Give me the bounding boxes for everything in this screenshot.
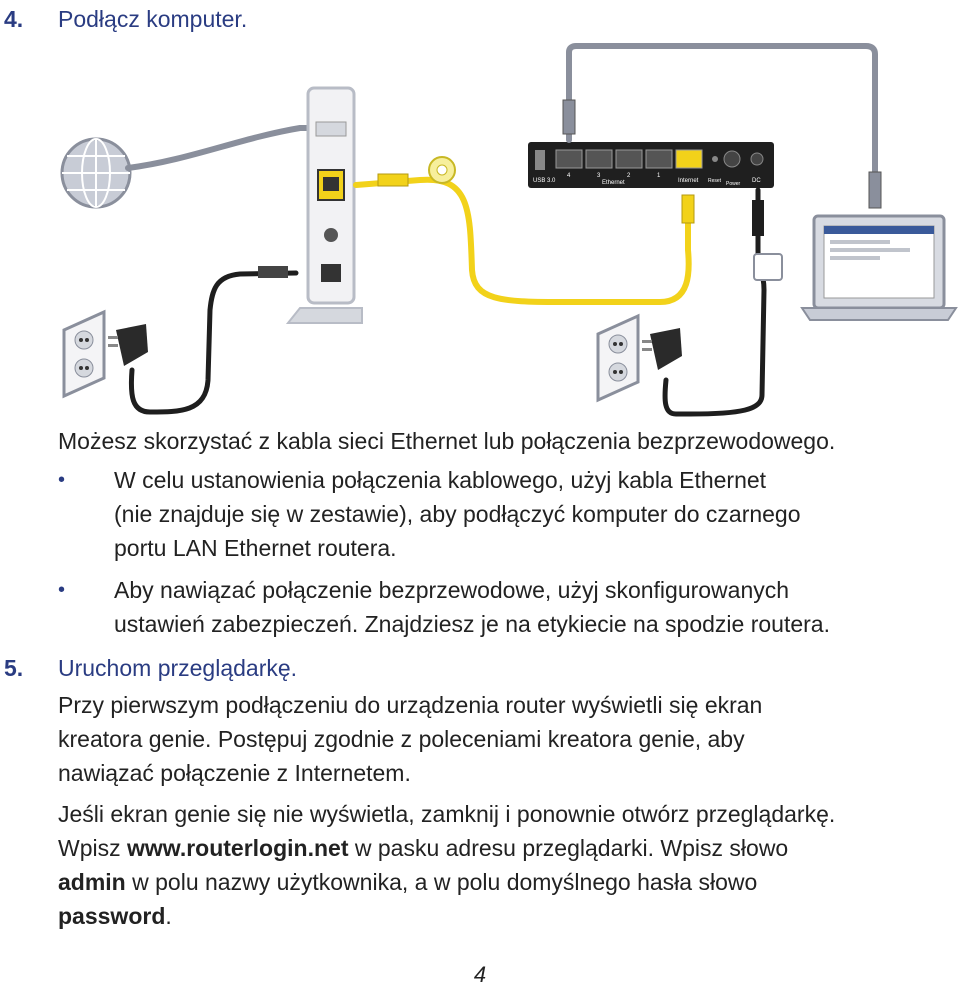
router-port-label: 1 (657, 173, 661, 179)
default-username: admin (58, 869, 126, 895)
modem (285, 86, 363, 324)
paragraph-line: Przy pierwszym podłączeniu do urządzenia… (58, 692, 763, 718)
paragraph-line: admin w polu nazwy użytkownika, a w polu… (58, 869, 758, 895)
router-power-label: Power (726, 181, 741, 187)
router-port-label: 3 (597, 173, 601, 179)
paragraph-line: Jeśli ekran genie się nie wyświetla, zam… (58, 801, 836, 827)
paragraph-line: password. (58, 903, 172, 929)
modem-power-plug (258, 266, 288, 278)
step-title: Uruchom przeglądarkę. (58, 655, 298, 681)
bullet-icon: • (58, 469, 66, 491)
router-internet-label: Internet (678, 178, 699, 184)
globe-icon (60, 137, 132, 209)
laptop (800, 214, 958, 321)
step-number: 5. (4, 655, 24, 681)
bullet-line: Aby nawiązać połączenie bezprzewodowe, u… (114, 577, 790, 603)
default-password: password (58, 903, 166, 929)
bullet-line: ustawień zabezpieczeń. Znajdziesz je na … (114, 611, 830, 637)
modem-power-cable (128, 270, 299, 415)
paragraph-line: nawiązać połączenie z Internetem. (58, 760, 411, 786)
gray-cable-plug-laptop (868, 171, 882, 209)
router-reset-label: Reset (708, 178, 722, 184)
paragraph-line: kreatora genie. Postępuj zgodnie z polec… (58, 726, 745, 752)
page-number: 4 (473, 962, 487, 987)
cable-clip-icon (753, 253, 783, 281)
router-login-url: www.routerlogin.net (127, 835, 349, 861)
gray-cable-plug-router (562, 99, 576, 135)
connection-diagram: USB 3.0 4 3 2 1 Ethernet Internet Reset … (60, 43, 958, 417)
gray-ethernet-cable-lan (566, 43, 878, 193)
step-number: 4. (4, 6, 24, 32)
gray-cable-internet (125, 125, 321, 171)
yellow-cable-plug-router (681, 194, 695, 224)
intro-text: Możesz skorzystać z kabla sieci Ethernet… (58, 428, 836, 454)
login-paragraph: Jeśli ekran genie się nie wyświetla, zam… (58, 797, 835, 933)
yellow-cable-plug-modem (377, 173, 409, 187)
router-port-label: 4 (567, 173, 571, 179)
step-4-heading: 4. Podłącz komputer. (4, 6, 247, 33)
router-power-plug (752, 200, 764, 236)
bullet-line: (nie znajduje się w zestawie), aby podłą… (114, 501, 801, 527)
power-adapter (108, 324, 148, 366)
bullet-icon: • (58, 579, 66, 601)
router-dc-label: DC (752, 178, 761, 184)
step-5-heading: 5. Uruchom przeglądarkę. (4, 655, 297, 682)
step-title: Podłącz komputer. (58, 6, 248, 32)
cable-tag-icon (428, 156, 456, 184)
wall-outlet (62, 309, 106, 399)
paragraph-line: Wpisz www.routerlogin.net w pasku adresu… (58, 835, 789, 861)
router-power-cable (662, 187, 767, 417)
router-ethernet-label: Ethernet (602, 180, 625, 186)
bullet-line: W celu ustanowienia połączenia kablowego… (114, 467, 767, 493)
wizard-paragraph: Przy pierwszym podłączeniu do urządzenia… (58, 688, 762, 790)
wall-outlet (596, 313, 640, 403)
router-port-label: 2 (627, 173, 631, 179)
yellow-ethernet-cable (353, 176, 692, 305)
bullet-line: portu LAN Ethernet routera. (114, 535, 397, 561)
router: USB 3.0 4 3 2 1 Ethernet Internet Reset … (528, 142, 774, 188)
router-usb-label: USB 3.0 (533, 178, 556, 184)
power-adapter (642, 328, 682, 370)
